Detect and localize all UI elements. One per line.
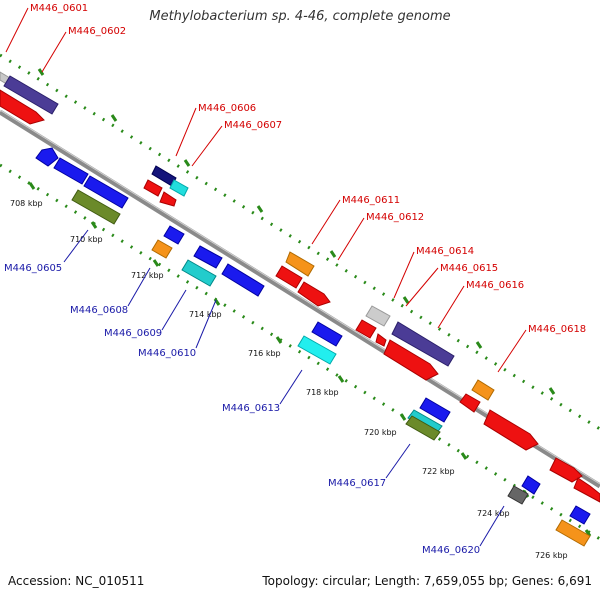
gene-feature[interactable] (297, 335, 337, 365)
gene-feature[interactable] (0, 89, 45, 125)
gene-feature[interactable] (83, 175, 129, 209)
gene-feature[interactable] (405, 415, 441, 441)
map-title: Methylobacterium sp. 4-46, complete geno… (149, 9, 451, 24)
reverse-connectors (63, 229, 505, 547)
ruler-label: 708 kbp (10, 199, 43, 208)
gene-feature[interactable] (383, 339, 439, 381)
gene-feature[interactable] (163, 225, 185, 245)
gene-feature[interactable] (573, 477, 600, 503)
gene-feature[interactable] (507, 485, 529, 505)
gene-feature[interactable] (311, 321, 343, 347)
ruler-label: 726 kbp (535, 551, 568, 560)
forward-gene-label[interactable]: M446_0612 (366, 212, 424, 223)
gene-feature[interactable] (355, 319, 377, 339)
ruler-label: 714 kbp (189, 310, 222, 319)
gene-feature[interactable] (169, 179, 189, 197)
gene-feature[interactable] (35, 147, 59, 167)
gene-feature[interactable] (159, 191, 177, 207)
reverse-gene-label[interactable]: M446_0617 (328, 478, 386, 489)
forward-gene-label[interactable]: M446_0615 (440, 263, 498, 274)
gene-feature[interactable] (459, 393, 481, 413)
ruler-label: 718 kbp (306, 388, 339, 397)
gene-feature[interactable] (53, 157, 89, 185)
reverse-gene-label[interactable]: M446_0613 (222, 403, 280, 414)
forward-gene-label[interactable]: M446_0607 (224, 120, 282, 131)
gene-feature[interactable] (143, 179, 163, 197)
forward-gene-label[interactable]: M446_0618 (528, 324, 586, 335)
ruler-label: 724 kbp (477, 509, 510, 518)
ruler-label: 710 kbp (70, 235, 103, 244)
gene-feature[interactable] (569, 505, 591, 525)
gene-feature[interactable] (471, 379, 495, 401)
reverse-gene-label[interactable]: M446_0608 (70, 305, 128, 316)
ruler-label: 716 kbp (248, 349, 281, 358)
forward-gene-label[interactable]: M446_0602 (68, 26, 126, 37)
accession-text: Accession: NC_010511 (8, 574, 145, 588)
forward-gene-label[interactable]: M446_0616 (466, 280, 524, 291)
gene-feature[interactable] (3, 75, 59, 115)
gene-feature[interactable] (71, 189, 121, 225)
gene-feature[interactable] (151, 239, 173, 259)
forward-gene-label[interactable]: M446_0606 (198, 103, 256, 114)
ruler-label: 720 kbp (364, 428, 397, 437)
gene-feature[interactable] (555, 519, 591, 547)
ruler-label: 722 kbp (422, 467, 455, 476)
forward-major-ticks (37, 68, 556, 395)
reverse-gene-label[interactable]: M446_0605 (4, 263, 62, 274)
reverse-tick-row (0, 163, 600, 541)
forward-connectors (5, 7, 527, 373)
forward-gene-label[interactable]: M446_0614 (416, 246, 474, 257)
ruler-label: 712 kbp (131, 271, 164, 280)
reverse-features (35, 147, 591, 547)
reverse-gene-label[interactable]: M446_0610 (138, 348, 196, 359)
gene-feature[interactable] (521, 475, 541, 495)
gene-feature[interactable] (221, 263, 265, 297)
forward-gene-label[interactable]: M446_0611 (342, 195, 400, 206)
gene-feature[interactable] (365, 305, 391, 327)
gene-feature[interactable] (285, 251, 315, 277)
reverse-gene-label[interactable]: M446_0609 (104, 328, 162, 339)
forward-gene-label[interactable]: M446_0601 (30, 3, 88, 14)
gene-feature[interactable] (419, 397, 451, 423)
forward-tick-row (0, 53, 600, 431)
gene-feature[interactable] (297, 281, 331, 307)
gene-feature[interactable] (193, 245, 223, 269)
gene-feature[interactable] (275, 265, 303, 289)
reverse-gene-label[interactable]: M446_0620 (422, 545, 480, 556)
gene-feature[interactable] (549, 457, 583, 483)
gene-feature[interactable] (391, 321, 455, 367)
gene-feature[interactable] (181, 259, 217, 287)
genome-summary-text: Topology: circular; Length: 7,659,055 bp… (262, 574, 592, 588)
gene-feature[interactable] (375, 333, 387, 347)
gene-feature[interactable] (483, 409, 539, 451)
forward-features (0, 71, 600, 503)
